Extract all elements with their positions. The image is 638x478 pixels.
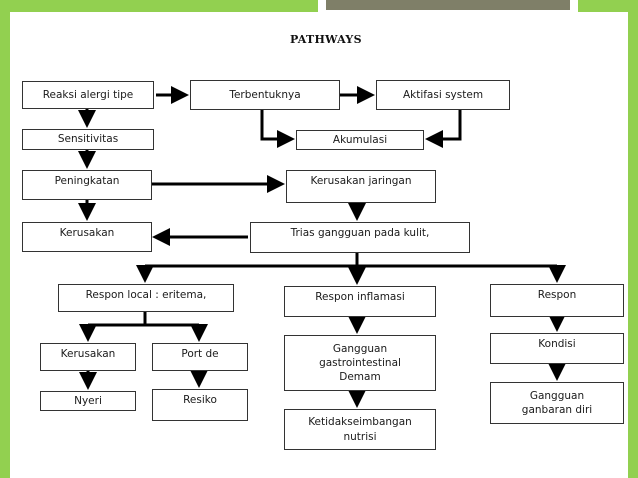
node-gangguan-gastrointestinal: Gangguan gastrointestinal Demam xyxy=(284,335,436,391)
node-nyeri: Nyeri xyxy=(40,391,136,411)
node-sensitivitas: Sensitivitas xyxy=(22,129,154,150)
node-aktifasi-system: Aktifasi system xyxy=(376,80,510,110)
node-resiko: Resiko xyxy=(152,389,248,421)
node-kerusakan-jaringan: Kerusakan jaringan xyxy=(286,170,436,203)
top-accent-bar xyxy=(326,0,570,10)
node-ketidakseimbangan-nutrisi: Ketidakseimbangan nutrisi xyxy=(284,409,436,450)
arrow-terbentuknya-akumulasi xyxy=(260,110,295,148)
node-kondisi: Kondisi xyxy=(490,333,624,364)
node-respon-local: Respon local : eritema, xyxy=(58,284,234,312)
node-kerusakan-1: Kerusakan xyxy=(22,222,152,252)
node-gangguan-gambaran-diri: Gangguan ganbaran diri xyxy=(490,382,624,424)
node-trias: Trias gangguan pada kulit, xyxy=(250,222,470,253)
node-respon-inflamasi: Respon inflamasi xyxy=(284,286,436,317)
node-akumulasi: Akumulasi xyxy=(296,130,424,150)
arrow-aktifasi-akumulasi xyxy=(425,110,462,148)
node-port-de: Port de xyxy=(152,343,248,371)
diagram-title: PATHWAYS xyxy=(290,33,362,46)
node-peningkatan: Peningkatan xyxy=(22,170,152,200)
node-respon: Respon xyxy=(490,284,624,317)
node-reaksi-alergi: Reaksi alergi tipe xyxy=(22,81,154,109)
node-terbentuknya: Terbentuknya xyxy=(190,80,340,110)
node-kerusakan-2: Kerusakan xyxy=(40,343,136,371)
